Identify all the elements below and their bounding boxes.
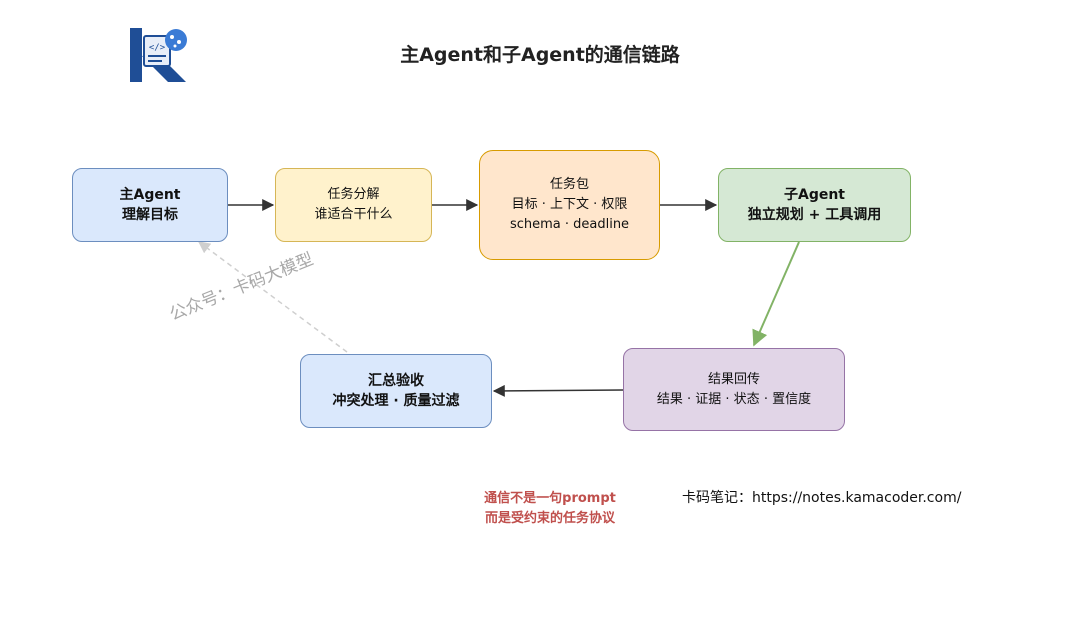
node-label: 结果回传: [707, 371, 760, 387]
protocol-note: 通信不是一句prompt 而是受约束的任务协议: [440, 489, 660, 529]
protocol-note-line: 通信不是一句prompt: [484, 491, 616, 506]
node-label: 主Agent: [119, 187, 181, 203]
edge-result-to-aggregate: [492, 384, 624, 397]
footer-url: 卡码笔记：https://notes.kamacoder.com/: [682, 490, 962, 506]
aggregate-node: 汇总验收 冲突处理 · 质量过滤: [300, 354, 492, 428]
node-label: 任务包: [549, 177, 589, 192]
result-return-node: 结果回传 结果 · 证据 · 状态 · 置信度: [623, 348, 845, 431]
node-label: 谁适合干什么: [314, 207, 393, 222]
node-label: 独立规划 + 工具调用: [747, 207, 882, 223]
edge-subagent-to-result: [752, 241, 800, 347]
main-agent-node: 主Agent 理解目标: [72, 168, 228, 242]
node-label: 子Agent: [783, 187, 845, 203]
task-split-node: 任务分解 谁适合干什么: [275, 168, 432, 242]
sub-agent-node: 子Agent 独立规划 + 工具调用: [718, 168, 911, 242]
diagram-title: 主Agent和子Agent的通信链路: [400, 44, 680, 66]
node-label: 汇总验收: [368, 373, 424, 389]
node-label: schema · deadline: [509, 217, 630, 232]
node-label: 目标 · 上下文 · 权限: [511, 197, 628, 212]
node-label: 任务分解: [327, 187, 380, 202]
node-label: 冲突处理 · 质量过滤: [332, 393, 460, 409]
node-label: 结果 · 证据 · 状态 · 置信度: [656, 391, 812, 407]
kamacoder-logo: </>: [130, 28, 187, 82]
node-label: 理解目标: [122, 207, 178, 223]
task-package-node: 任务包 目标 · 上下文 · 权限 schema · deadline: [479, 150, 660, 260]
edge-aggregate-to-main-dashed: [198, 241, 348, 353]
svg-text:</>: </>: [149, 43, 166, 53]
protocol-note-line: 而是受约束的任务协议: [484, 511, 615, 526]
